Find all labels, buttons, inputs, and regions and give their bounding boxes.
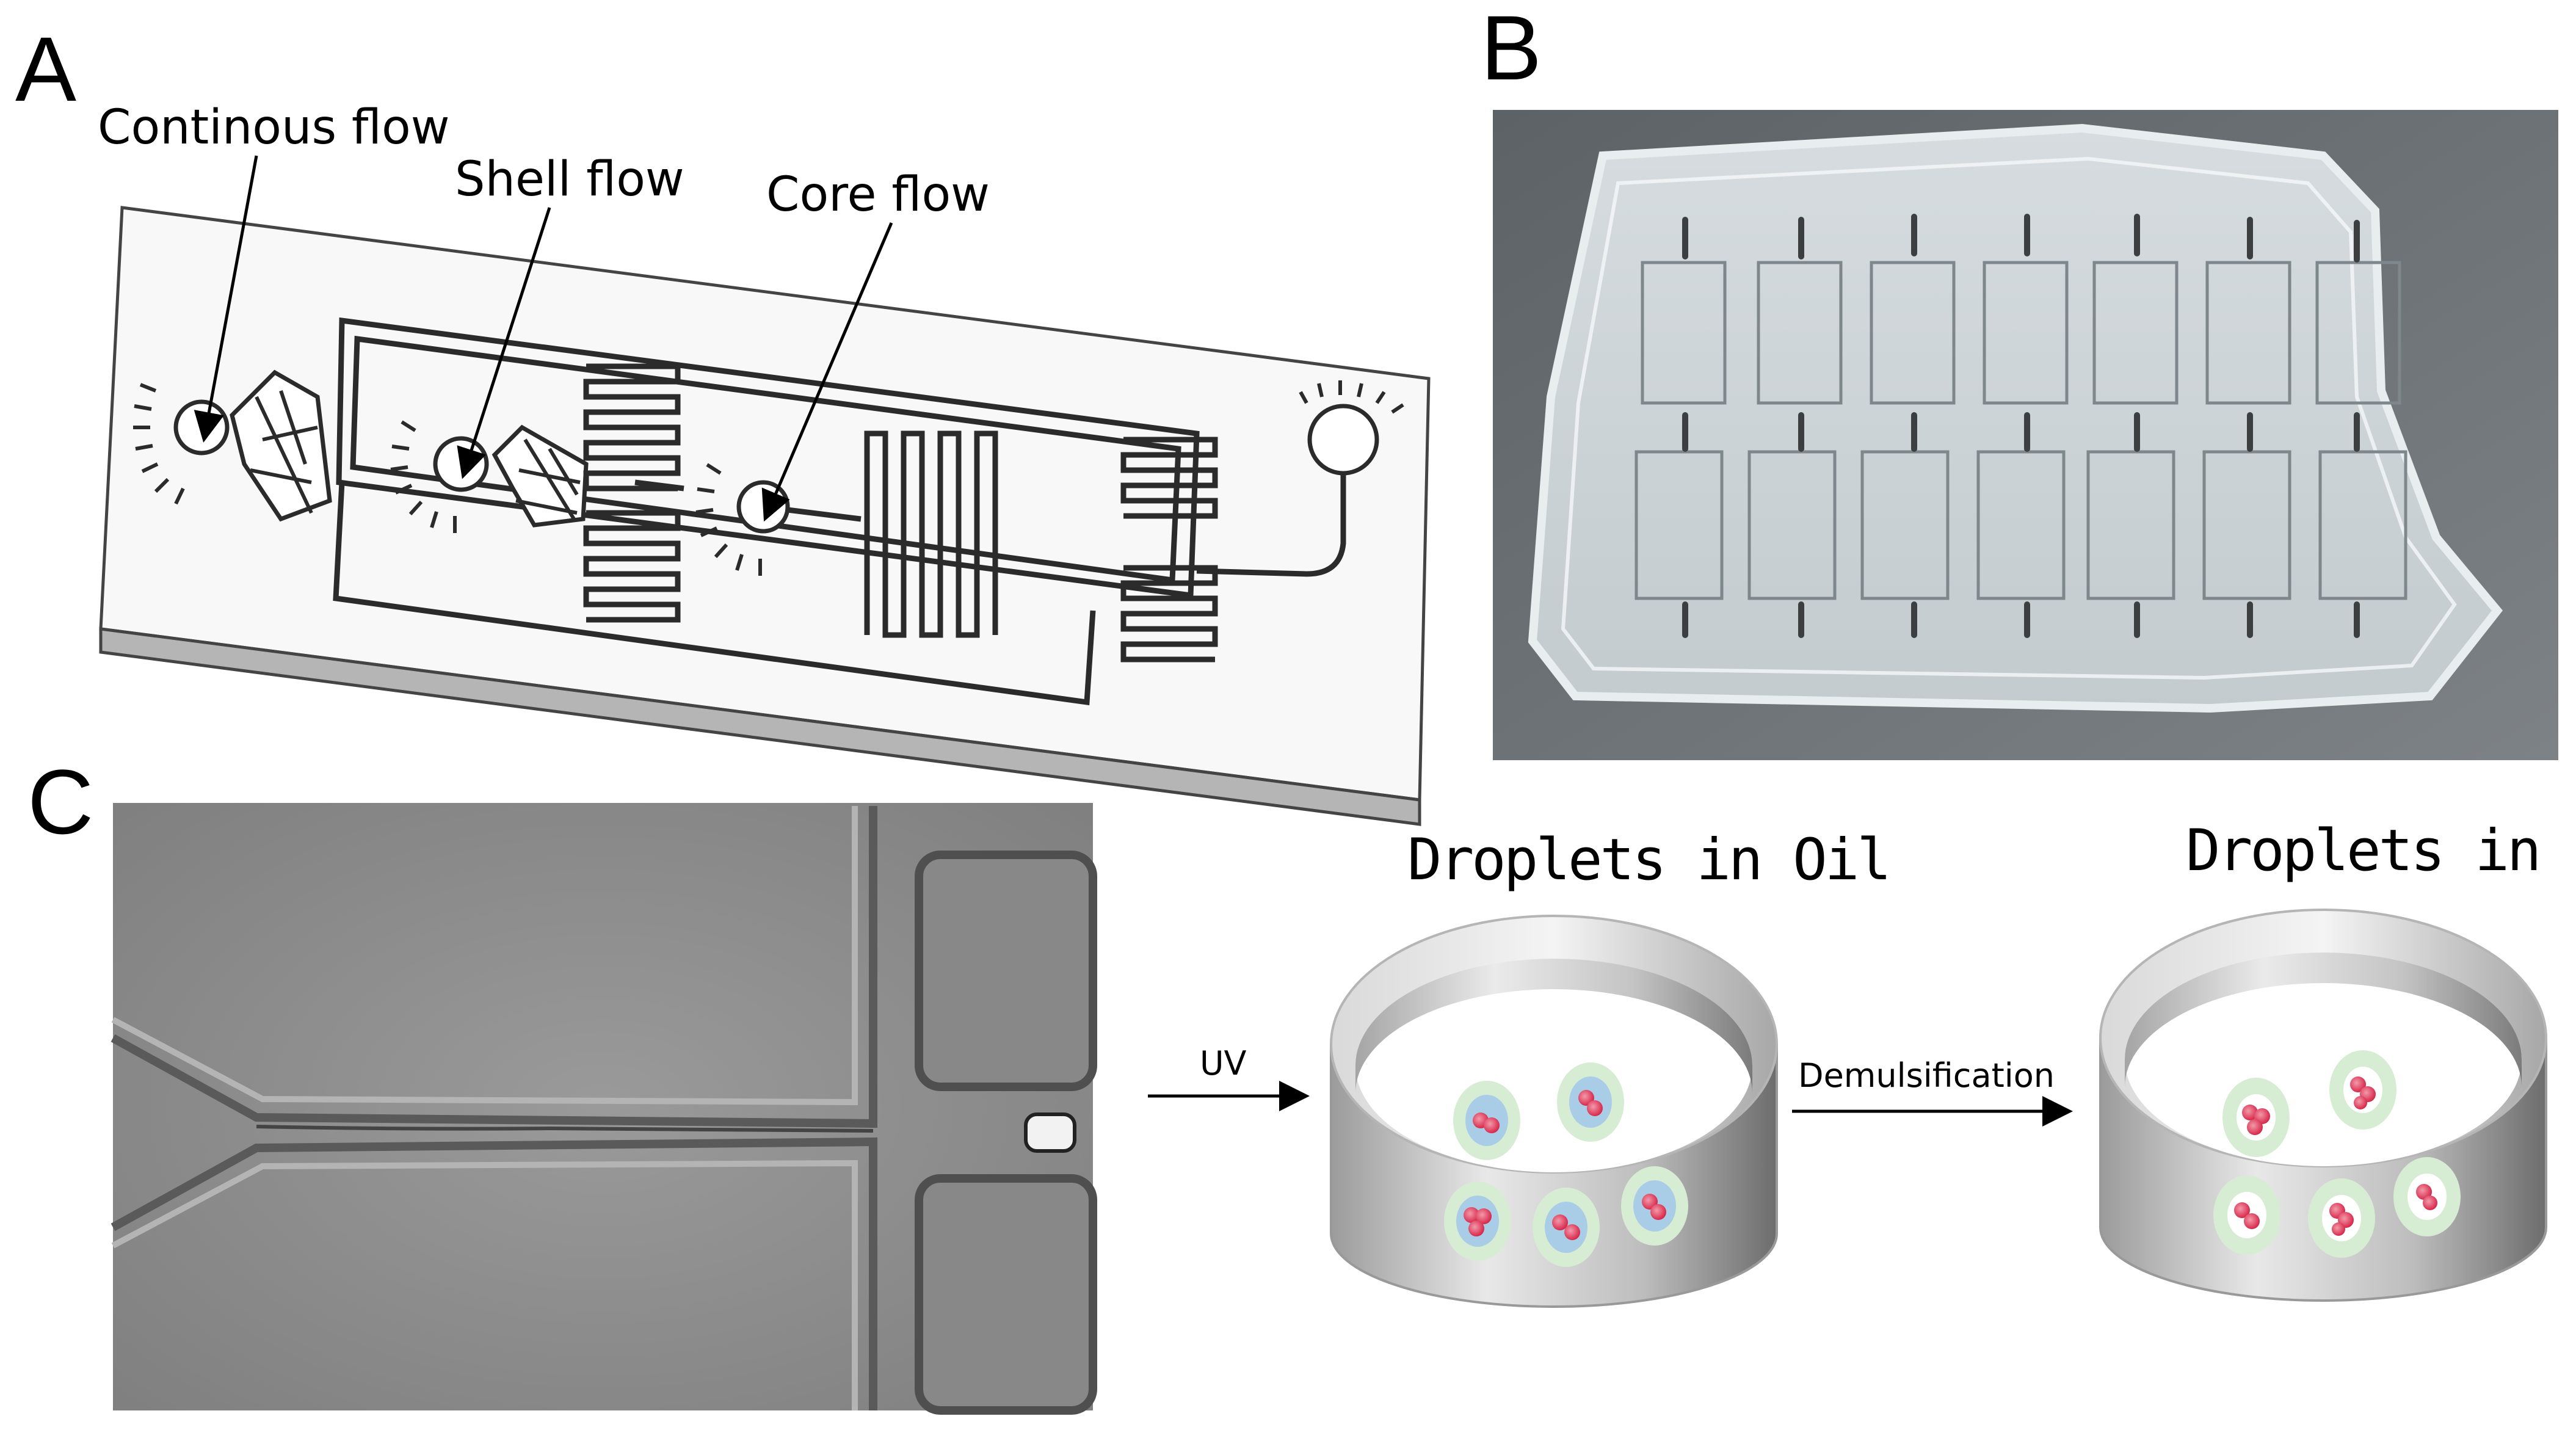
dish-oil-title: Droplets in Oil xyxy=(1407,827,1889,893)
tubing-pins xyxy=(1682,214,2360,638)
panel-a-letter: A xyxy=(15,18,76,120)
panel-b-letter: B xyxy=(1481,0,1542,99)
panel-a: A xyxy=(15,18,1431,826)
demulsification-label: Demulsification xyxy=(1798,1056,2055,1095)
continuous-flow-label: Continous flow xyxy=(98,100,450,155)
droplet xyxy=(2308,1178,2375,1258)
continuous-flow-arrow xyxy=(194,155,258,443)
droplet xyxy=(2393,1157,2461,1236)
dish-droplets-in-pbs xyxy=(2099,909,2547,1302)
core-flow-label: Core flow xyxy=(766,167,990,222)
droplet xyxy=(2213,1175,2280,1255)
droplet xyxy=(1444,1181,1511,1261)
micrograph xyxy=(111,803,1097,1415)
panel-b: B xyxy=(1481,0,2558,760)
panel-c: C UV Droplets in Oil xyxy=(27,750,2576,1415)
droplet xyxy=(1533,1188,1600,1267)
dish-pbs-title: Droplets in PBS xyxy=(2186,818,2576,884)
droplet xyxy=(1557,1062,1624,1142)
microfluidic-chip-drawing xyxy=(99,206,1431,826)
dish-droplets-in-oil xyxy=(1330,915,1778,1308)
pdms-chip xyxy=(1528,123,2503,713)
uv-label: UV xyxy=(1200,1044,1247,1083)
shell-flow-label: Shell flow xyxy=(455,152,684,207)
droplet xyxy=(1621,1166,1688,1246)
droplet xyxy=(2222,1078,2290,1157)
outlet xyxy=(1196,380,1404,577)
core-flow-arrow xyxy=(761,222,893,522)
shell-flow-arrow xyxy=(457,207,551,479)
device-array xyxy=(1634,261,2407,600)
panel-c-letter: C xyxy=(27,750,93,853)
droplet xyxy=(1453,1081,1520,1160)
droplet xyxy=(2329,1050,2396,1130)
